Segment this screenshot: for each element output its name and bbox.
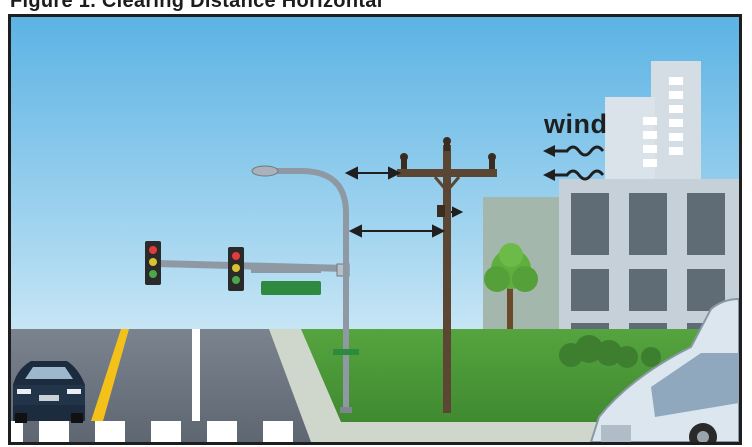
- figure-header: Figure 1. Clearing Distance Horizontal: [0, 0, 752, 14]
- traffic-light-icon: [145, 241, 161, 285]
- car-icon: [13, 361, 85, 423]
- figure-caption: Figure 1. Clearing Distance Horizontal: [10, 0, 383, 13]
- white-lane-line: [192, 329, 200, 421]
- street-scene-illustration: wind: [8, 14, 742, 445]
- wind-label: wind: [544, 109, 608, 140]
- scene-svg: [11, 17, 739, 442]
- traffic-light-icon: [228, 247, 244, 291]
